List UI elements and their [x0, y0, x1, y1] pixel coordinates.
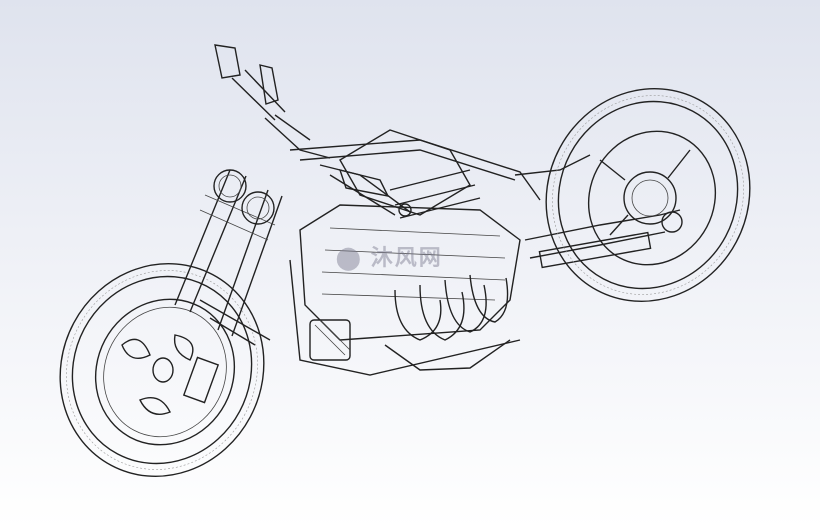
headlights[interactable]	[213, 169, 275, 225]
handlebars[interactable]	[214, 44, 412, 217]
frame[interactable]	[289, 139, 591, 376]
rear-wheel[interactable]	[509, 53, 787, 338]
engine[interactable]	[299, 129, 521, 361]
logo-icon: ⬤	[336, 245, 371, 270]
swingarm[interactable]	[524, 209, 681, 269]
exhaust-headers[interactable]	[384, 274, 511, 371]
watermark-logo: ⬤ 沐风网	[336, 245, 443, 270]
front-wheel[interactable]	[23, 228, 301, 513]
front-fork[interactable]	[174, 169, 283, 404]
